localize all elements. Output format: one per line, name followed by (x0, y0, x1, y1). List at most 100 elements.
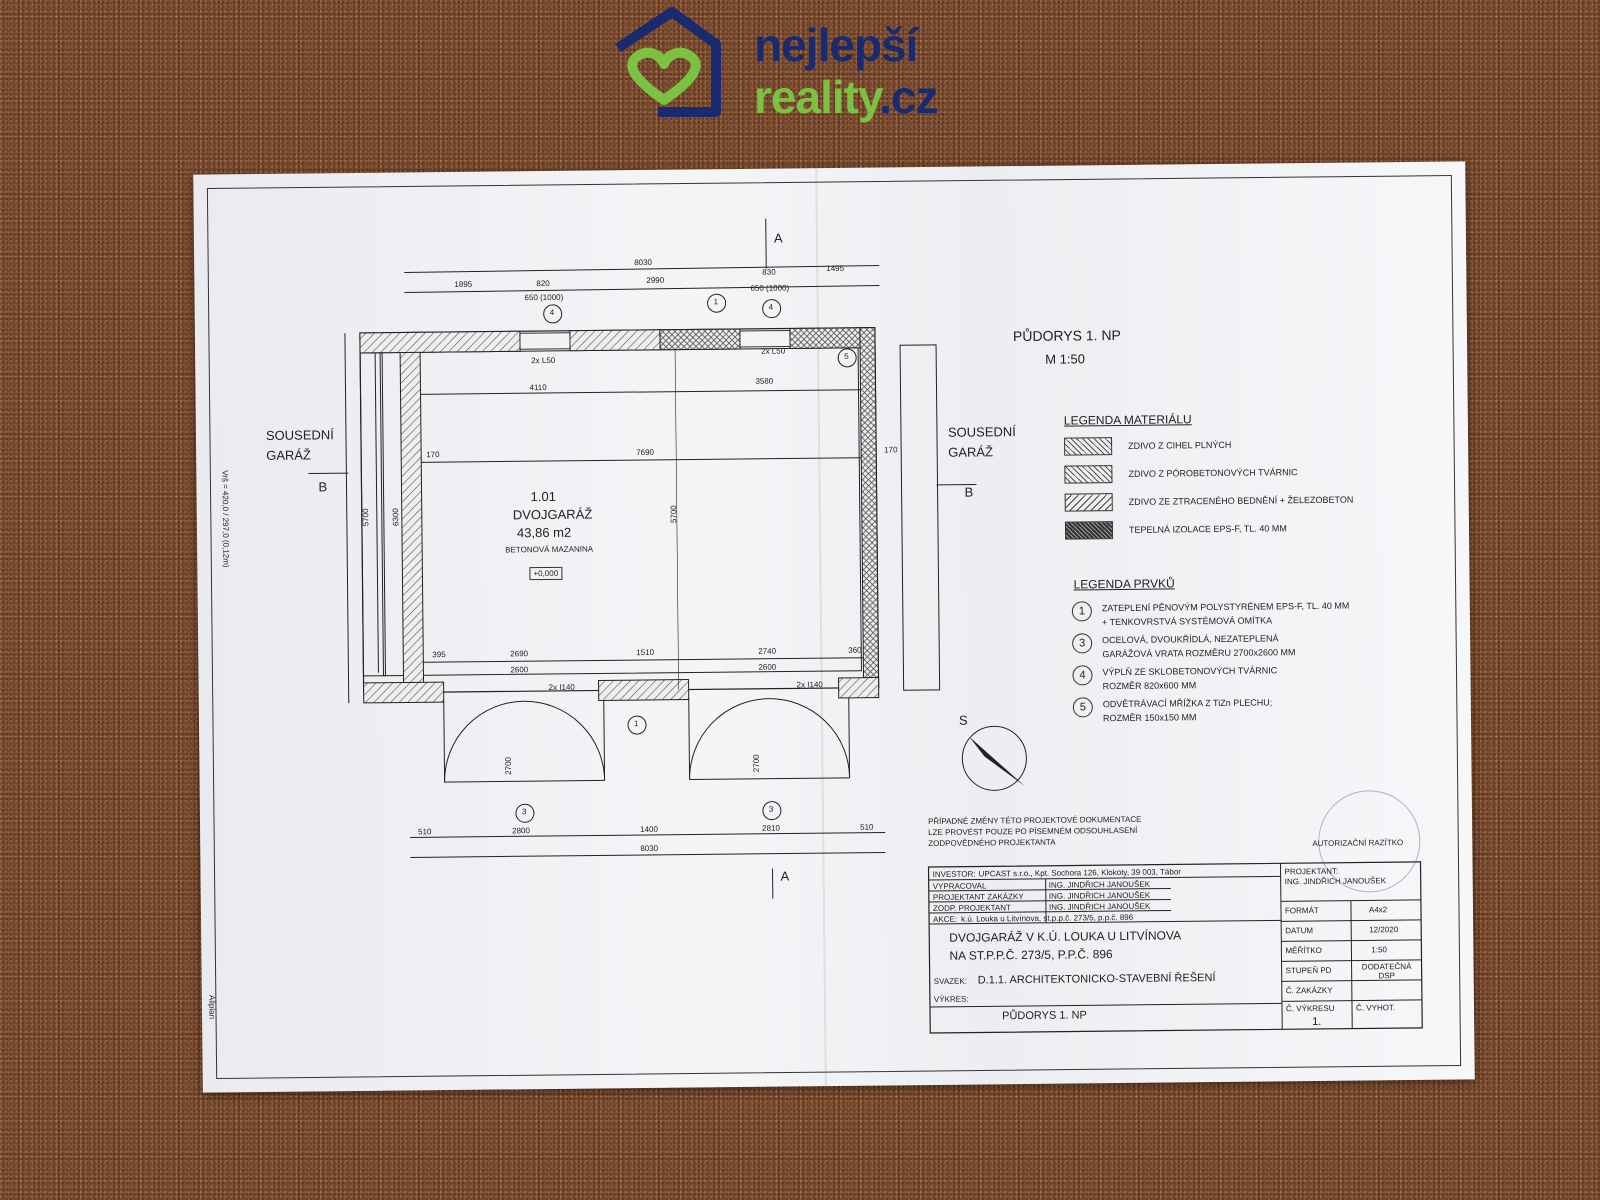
legend-material-insulation: TEPELNÁ IZOLACE EPS-F, TL. 40 MM (1064, 519, 1287, 540)
callout-1-bottom-label: 1 (633, 719, 639, 729)
dim-2800: 2800 (512, 826, 530, 836)
dim-1400: 1400 (640, 824, 658, 835)
dim-7690: 7690 (636, 447, 655, 458)
logo-text-top: nejlepší (754, 19, 918, 71)
dim-inner-top (420, 389, 861, 395)
title-block-frame (927, 861, 1423, 1034)
floor-plan-sheet: PŮDORYS 1. NP M 1:50 SOUSEDNÍ GARÁŽ SOUS… (193, 161, 1475, 1093)
tb-vyhot-label: Č. VYHOT. (1355, 1003, 1396, 1013)
dim-2990: 2990 (646, 275, 665, 285)
plan-title: PŮDORYS 1. NP (1012, 326, 1121, 345)
dim-360: 360 (848, 645, 862, 655)
dim-inner-mid (421, 457, 862, 463)
dim-i140-b: 2x I140 (796, 680, 823, 690)
dim-8030-bottom: 8030 (640, 843, 659, 854)
section-a-label-bottom: A (780, 868, 790, 884)
tb-meritko: 1:50 (1371, 945, 1388, 955)
dim-2690: 2690 (510, 649, 529, 659)
compass-label: S (958, 712, 968, 728)
room-floor: BETONOVÁ MAZANINA (505, 544, 594, 555)
callout-5 (837, 348, 857, 368)
center-line (674, 349, 679, 690)
dim-lintel-a: 2x L50 (531, 355, 556, 366)
room-name: DVOJGARÁŽ (512, 506, 593, 523)
side-note: Vrš = 420,0 / 297,0 (0,12m) (220, 470, 231, 568)
dim-2700-a: 2700 (503, 756, 513, 775)
dim-510-r: 510 (860, 822, 874, 832)
section-b-label-left: B (318, 479, 328, 495)
tb-vykresu-label: Č. VÝKRESU (1285, 1003, 1335, 1014)
dim-8030-top: 8030 (634, 257, 653, 268)
wall-top-mid (569, 329, 661, 352)
section-a-label-top: A (773, 230, 783, 246)
dim-5700-center: 5700 (669, 505, 679, 524)
callout-4a (543, 304, 563, 324)
house-heart-icon (615, 7, 721, 117)
dim-6300: 6300 (391, 508, 401, 527)
dim-2600-a: 2600 (510, 665, 529, 675)
room-level: +0,000 (529, 566, 563, 581)
tb-title-1: DVOJGARÁŽ V K.Ú. LOUKA U LITVÍNOVA (949, 928, 1182, 945)
tb-zodp-label: ZODP. PROJEKTANT (932, 903, 1011, 913)
tb-svazek: D.1.1. ARCHITEKTONICKO-STAVEBNÍ ŘEŠENÍ (977, 972, 1216, 987)
callout-4a-label: 4 (549, 307, 555, 317)
dim-650-a: 650 (1000) (524, 292, 564, 303)
callout-1-bottom (627, 715, 647, 735)
callout-4b (762, 299, 782, 319)
tb-meritko-label: MĚŘÍTKO (1285, 945, 1322, 956)
tb-vypracoval: ING. JINDŘICH JANOUŠEK (1048, 879, 1151, 890)
dim-170-r: 170 (884, 445, 898, 455)
door-left-leaf1 (444, 700, 524, 783)
tb-vykres-label: VÝKRES: (933, 994, 969, 1004)
tb-vykresu: 1. (1312, 1015, 1322, 1029)
tb-stupen-label: STUPEŇ PD (1285, 965, 1332, 976)
tb-projektant-label: PROJEKTANT: (1284, 866, 1339, 877)
dim-2810: 2810 (762, 823, 780, 833)
tb-stupen: DODATEČNÁ DSP (1361, 961, 1412, 981)
neighbor-garage-right: SOUSEDNÍ GARÁŽ (947, 424, 1016, 460)
callout-4b-label: 4 (768, 302, 774, 312)
legend-material-brick: ZDIVO Z CIHEL PLNÝCH (1064, 436, 1231, 456)
dim-left-inner (374, 352, 379, 673)
dim-lintel-b: 2x L50 (761, 346, 786, 356)
dim-inner-bottom (423, 657, 864, 663)
callout-3b (762, 801, 782, 821)
tb-datum-label: DATUM (1285, 926, 1314, 936)
tb-investor-label: INVESTOR: (932, 869, 976, 879)
dim-820: 820 (536, 278, 550, 289)
room-area: 43,86 m2 (516, 524, 572, 541)
dim-2700-b: 2700 (751, 754, 761, 773)
stamp-label: AUTORIZAČNÍ RAZÍTKO (1312, 838, 1404, 849)
dim-1510: 1510 (636, 647, 655, 658)
tb-pz: ING. JINDŘICH JANOUŠEK (1048, 890, 1151, 901)
wall-bottom-left (363, 681, 445, 704)
dim-650-b: 650 (1000) (750, 283, 790, 293)
neighbor-left (359, 352, 386, 677)
dim-4110: 4110 (529, 382, 547, 393)
neighbor-garage-left: SOUSEDNÍ GARÁŽ (265, 427, 334, 463)
dim-top-segments (404, 285, 880, 293)
dim-395: 395 (432, 650, 446, 660)
dim-bottom-segments (410, 831, 886, 838)
neighbor-right (899, 344, 941, 691)
tb-format-label: FORMÁT (1284, 905, 1319, 916)
glass-block-2 (739, 329, 791, 348)
sheet-border (206, 175, 1462, 1079)
section-a-top (765, 218, 767, 269)
dim-i140-a: 2x I140 (548, 682, 575, 692)
dim-left-outer (344, 333, 350, 704)
tb-akce: k.ú. Louka u Litvínova, st.p.p.č. 273/5,… (961, 912, 1134, 924)
room-number: 1.01 (530, 488, 557, 505)
callout-5-label: 5 (844, 351, 849, 361)
site-logo[interactable]: nejlepší reality.cz (612, 4, 992, 134)
tb-pz-label: PROJEKTANT ZAKÁZKY (932, 892, 1024, 902)
north-arrow (961, 725, 1027, 791)
tb-title-2: NA ST.P.P.Č. 273/5, P.P.Č. 896 (949, 947, 1113, 963)
garage-outline (359, 326, 880, 694)
tb-akce-label: AKCE: (933, 914, 958, 924)
wall-bottom-right (838, 677, 880, 699)
tb-projektant: ING. JINDŘICH JANOUŠEK (1284, 876, 1387, 887)
